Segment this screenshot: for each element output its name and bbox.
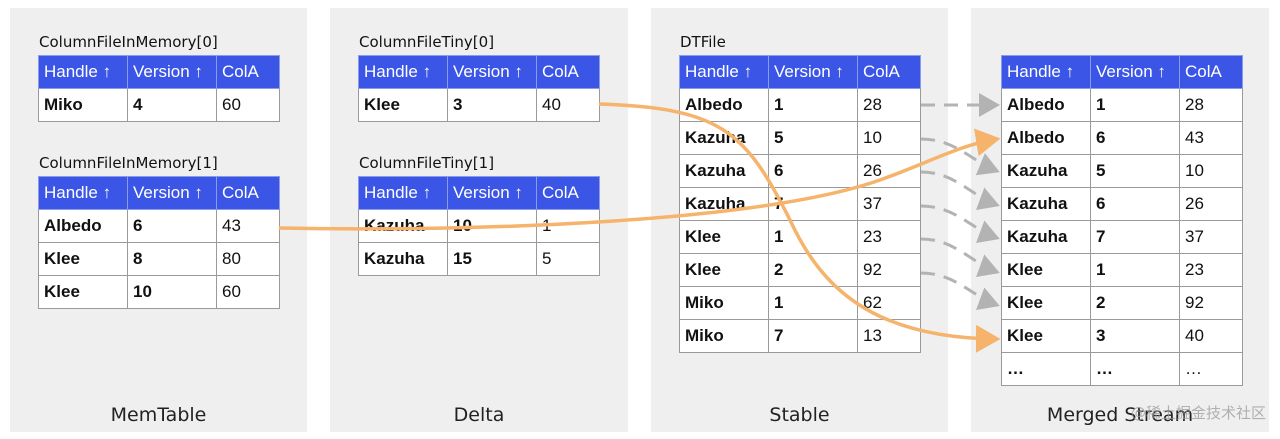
- arrow-klee-1: [920, 237, 1000, 277]
- arrow-albedo-6: [278, 128, 1001, 231]
- cell-cola: 23: [857, 220, 921, 254]
- cell-version: 3: [1090, 319, 1180, 353]
- arrow-kazuha-5: [920, 137, 1000, 176]
- caption-mem0: ColumnFileInMemory[0]: [39, 33, 218, 51]
- cell-cola: 62: [857, 286, 921, 320]
- cell-cola: 60: [216, 275, 280, 309]
- cell-handle: Kazuha: [1001, 154, 1091, 188]
- cell-version: 1: [1090, 88, 1180, 122]
- cell-version: …: [1090, 352, 1180, 386]
- cell-handle: Klee: [1001, 286, 1091, 320]
- cell-version: 4: [127, 88, 217, 122]
- column-header: ColA: [536, 55, 600, 89]
- panel-label: Delta: [453, 404, 505, 426]
- panel-label: Merged Stream: [1046, 404, 1194, 426]
- cell-handle: Miko: [679, 286, 769, 320]
- column-header: Version ↑: [127, 55, 217, 89]
- table-header-row: Handle ↑Version ↑ColA: [358, 176, 600, 210]
- arrow-kazuha-6: [920, 170, 1000, 210]
- cell-version: 2: [1090, 286, 1180, 320]
- cell-handle: Albedo: [1001, 88, 1091, 122]
- column-header: ColA: [216, 176, 280, 210]
- cell-cola: 43: [1179, 121, 1243, 155]
- cell-version: 5: [1090, 154, 1180, 188]
- cell-cola: …: [1179, 352, 1243, 386]
- cell-cola: 92: [857, 253, 921, 287]
- cell-version: 8: [127, 242, 217, 276]
- cell-cola: 26: [857, 154, 921, 188]
- cell-cola: 10: [857, 121, 921, 155]
- arrow-klee-3: [598, 102, 1001, 353]
- cell-cola: 10: [1179, 154, 1243, 188]
- caption-mem1: ColumnFileInMemory[1]: [39, 154, 218, 172]
- cell-version: 3: [447, 88, 537, 122]
- cell-version: 7: [768, 319, 858, 353]
- arrow-kazuha-7: [920, 204, 1000, 243]
- column-header: ColA: [536, 176, 600, 210]
- column-header: Handle ↑: [358, 176, 448, 210]
- caption-tiny0: ColumnFileTiny[0]: [359, 33, 495, 51]
- cell-version: 6: [127, 209, 217, 243]
- cell-version: 6: [1090, 121, 1180, 155]
- panel-label: MemTable: [110, 404, 207, 426]
- watermark: @稀土掘金技术社区: [1130, 404, 1266, 422]
- caption-tiny1: ColumnFileTiny[1]: [359, 154, 495, 172]
- table-row: ………: [1001, 352, 1243, 386]
- panel-label: Stable: [769, 404, 830, 426]
- caption-dtfile: DTFile: [680, 33, 726, 51]
- cell-cola: 28: [857, 88, 921, 122]
- cell-cola: 40: [536, 88, 600, 122]
- column-header: Version ↑: [447, 176, 537, 210]
- cell-version: 15: [447, 242, 537, 276]
- table-header-row: Handle ↑Version ↑ColA: [38, 176, 280, 210]
- column-header: Handle ↑: [679, 55, 769, 89]
- cell-cola: 28: [1179, 88, 1243, 122]
- column-header: Handle ↑: [38, 55, 128, 89]
- cell-handle: Klee: [679, 253, 769, 287]
- column-header: Handle ↑: [38, 176, 128, 210]
- cell-handle: Kazuha: [358, 242, 448, 276]
- column-header: Version ↑: [127, 176, 217, 210]
- cell-cola: 26: [1179, 187, 1243, 221]
- cell-handle: Klee: [38, 275, 128, 309]
- arrow-klee-2: [920, 271, 1000, 310]
- cell-cola: 5: [536, 242, 600, 276]
- column-header: Handle ↑: [1001, 55, 1091, 89]
- cell-cola: 37: [857, 187, 921, 221]
- cell-handle: …: [1001, 352, 1091, 386]
- cell-handle: Albedo: [1001, 121, 1091, 155]
- table-header-row: Handle ↑Version ↑ColA: [38, 55, 280, 89]
- cell-handle: Miko: [38, 88, 128, 122]
- cell-handle: Klee: [679, 220, 769, 254]
- cell-handle: Klee: [358, 88, 448, 122]
- column-header: ColA: [216, 55, 280, 89]
- cell-cola: 60: [216, 88, 280, 122]
